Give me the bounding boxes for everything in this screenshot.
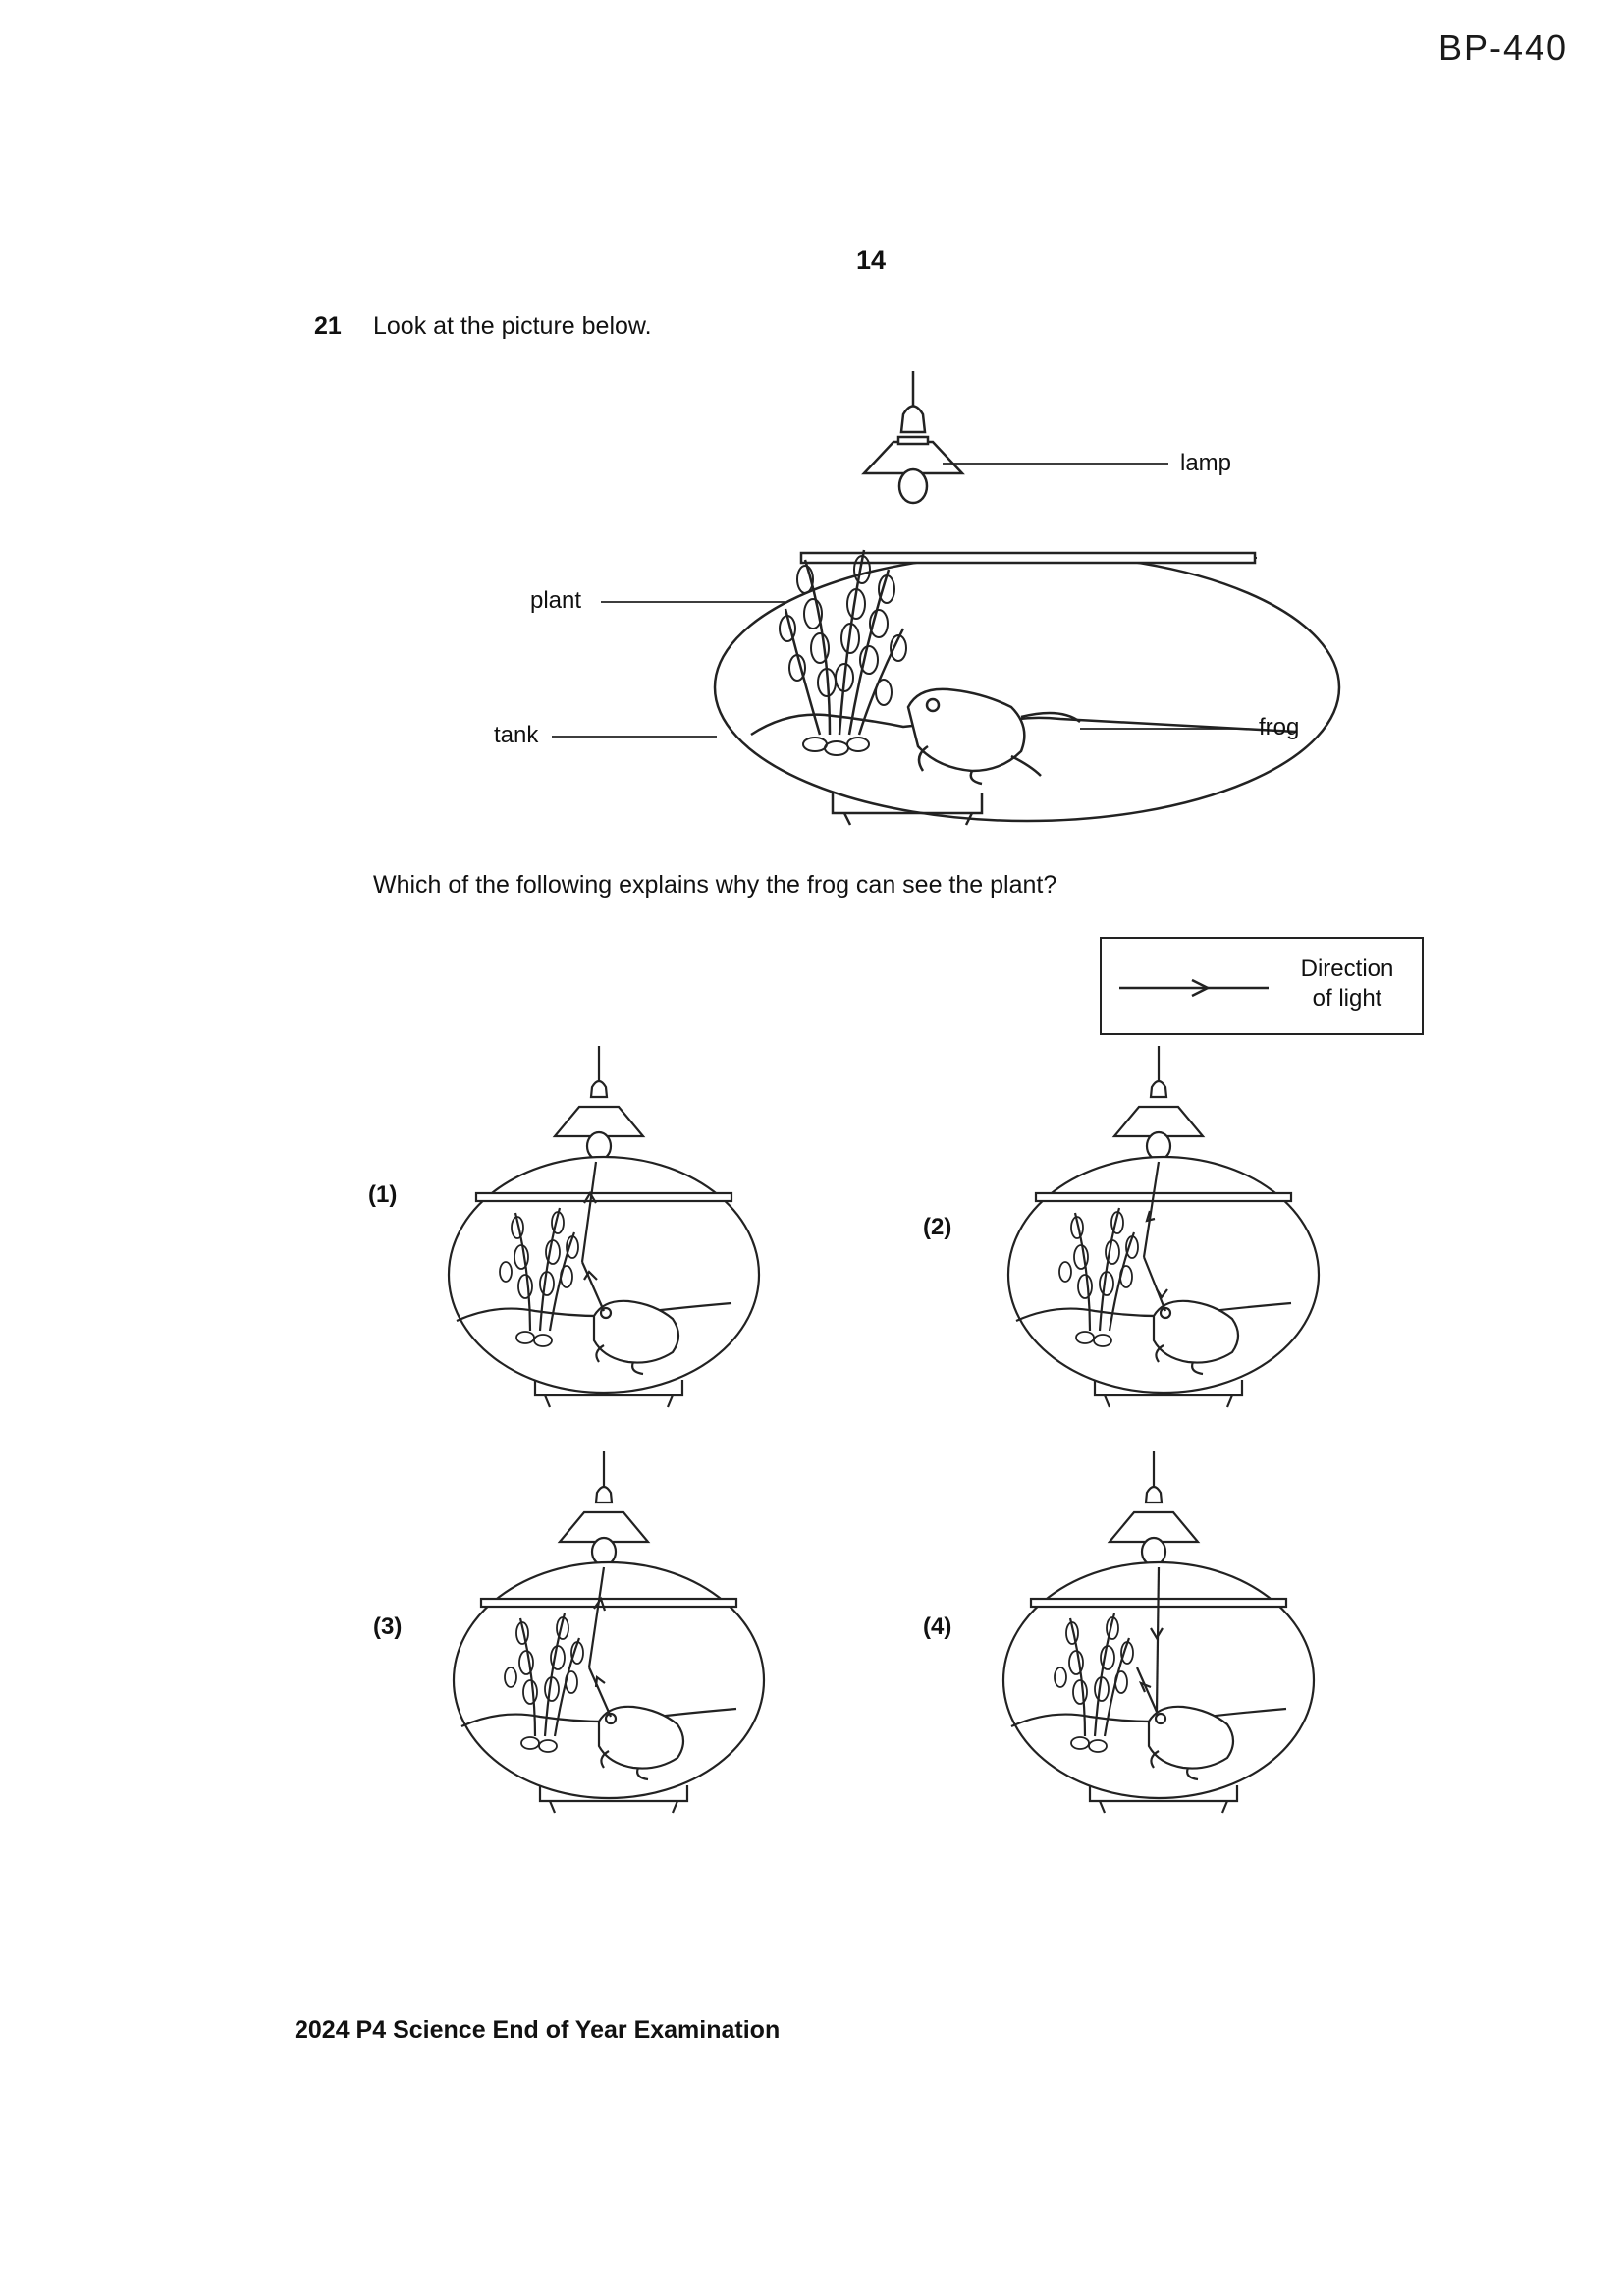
legend-line-1: Direction [1300, 956, 1394, 982]
question-intro: Look at the picture below. [373, 312, 652, 340]
label-plant: plant [530, 587, 582, 614]
label-frog: frog [1259, 714, 1300, 740]
option-4-diagram [1001, 1451, 1316, 1814]
legend-label: Direction of light [1283, 955, 1411, 1013]
legend-arrow [1119, 978, 1269, 998]
legend-line-2: of light [1312, 985, 1382, 1011]
option-2-diagram [1006, 1046, 1321, 1408]
option-1-diagram [447, 1046, 761, 1408]
option-2-label: (2) [923, 1214, 952, 1240]
page-number: 14 [856, 246, 887, 275]
label-tank: tank [494, 722, 539, 748]
option-3-label: (3) [373, 1613, 403, 1640]
question-number: 21 [314, 312, 342, 340]
question-prompt: Which of the following explains why the … [373, 871, 1057, 899]
legend-box: Direction of light [1100, 937, 1424, 1035]
label-lamp: lamp [1180, 450, 1232, 476]
reference-code: BP-440 [1438, 27, 1569, 68]
footer-exam-title: 2024 P4 Science End of Year Examination [295, 2016, 781, 2044]
option-1-label: (1) [368, 1181, 398, 1208]
option-4-label: (4) [923, 1613, 952, 1640]
main-diagram-drawing [552, 371, 1341, 826]
option-3-diagram [452, 1451, 766, 1814]
